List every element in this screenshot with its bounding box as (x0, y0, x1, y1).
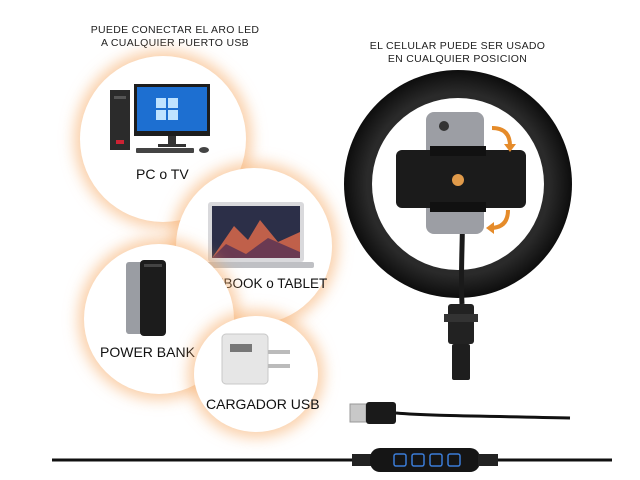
pc-label: PC o TV (136, 166, 189, 182)
usb-caption-line2: A CUALQUIER PUERTO USB (100, 37, 249, 49)
inline-remote-icon (52, 448, 612, 472)
rotate-arrow-icon (491, 126, 516, 152)
position-caption: EL CELULAR PUEDE SER USADO EN CUALQUIER … (355, 40, 560, 66)
laptop-icon (198, 202, 314, 268)
position-caption-line2: EN CUALQUIER POSICION (387, 53, 528, 65)
usb-charger-icon (221, 333, 290, 385)
power-bank-icon (126, 260, 166, 336)
usb-caption: PUEDE CONECTAR EL ARO LED A CUALQUIER PU… (70, 24, 280, 50)
rotate-arrow-icon (486, 209, 510, 234)
usb-plug-icon (349, 402, 571, 424)
smartphone-icon (396, 112, 526, 234)
powerbank-label: POWER BANK (100, 344, 195, 360)
usb-caption-line1: PUEDE CONECTAR EL ARO LED (90, 24, 260, 36)
pc-icon (110, 84, 210, 153)
position-caption-line1: EL CELULAR PUEDE SER USADO (369, 40, 546, 52)
charger-label: CARGADOR USB (206, 396, 320, 412)
